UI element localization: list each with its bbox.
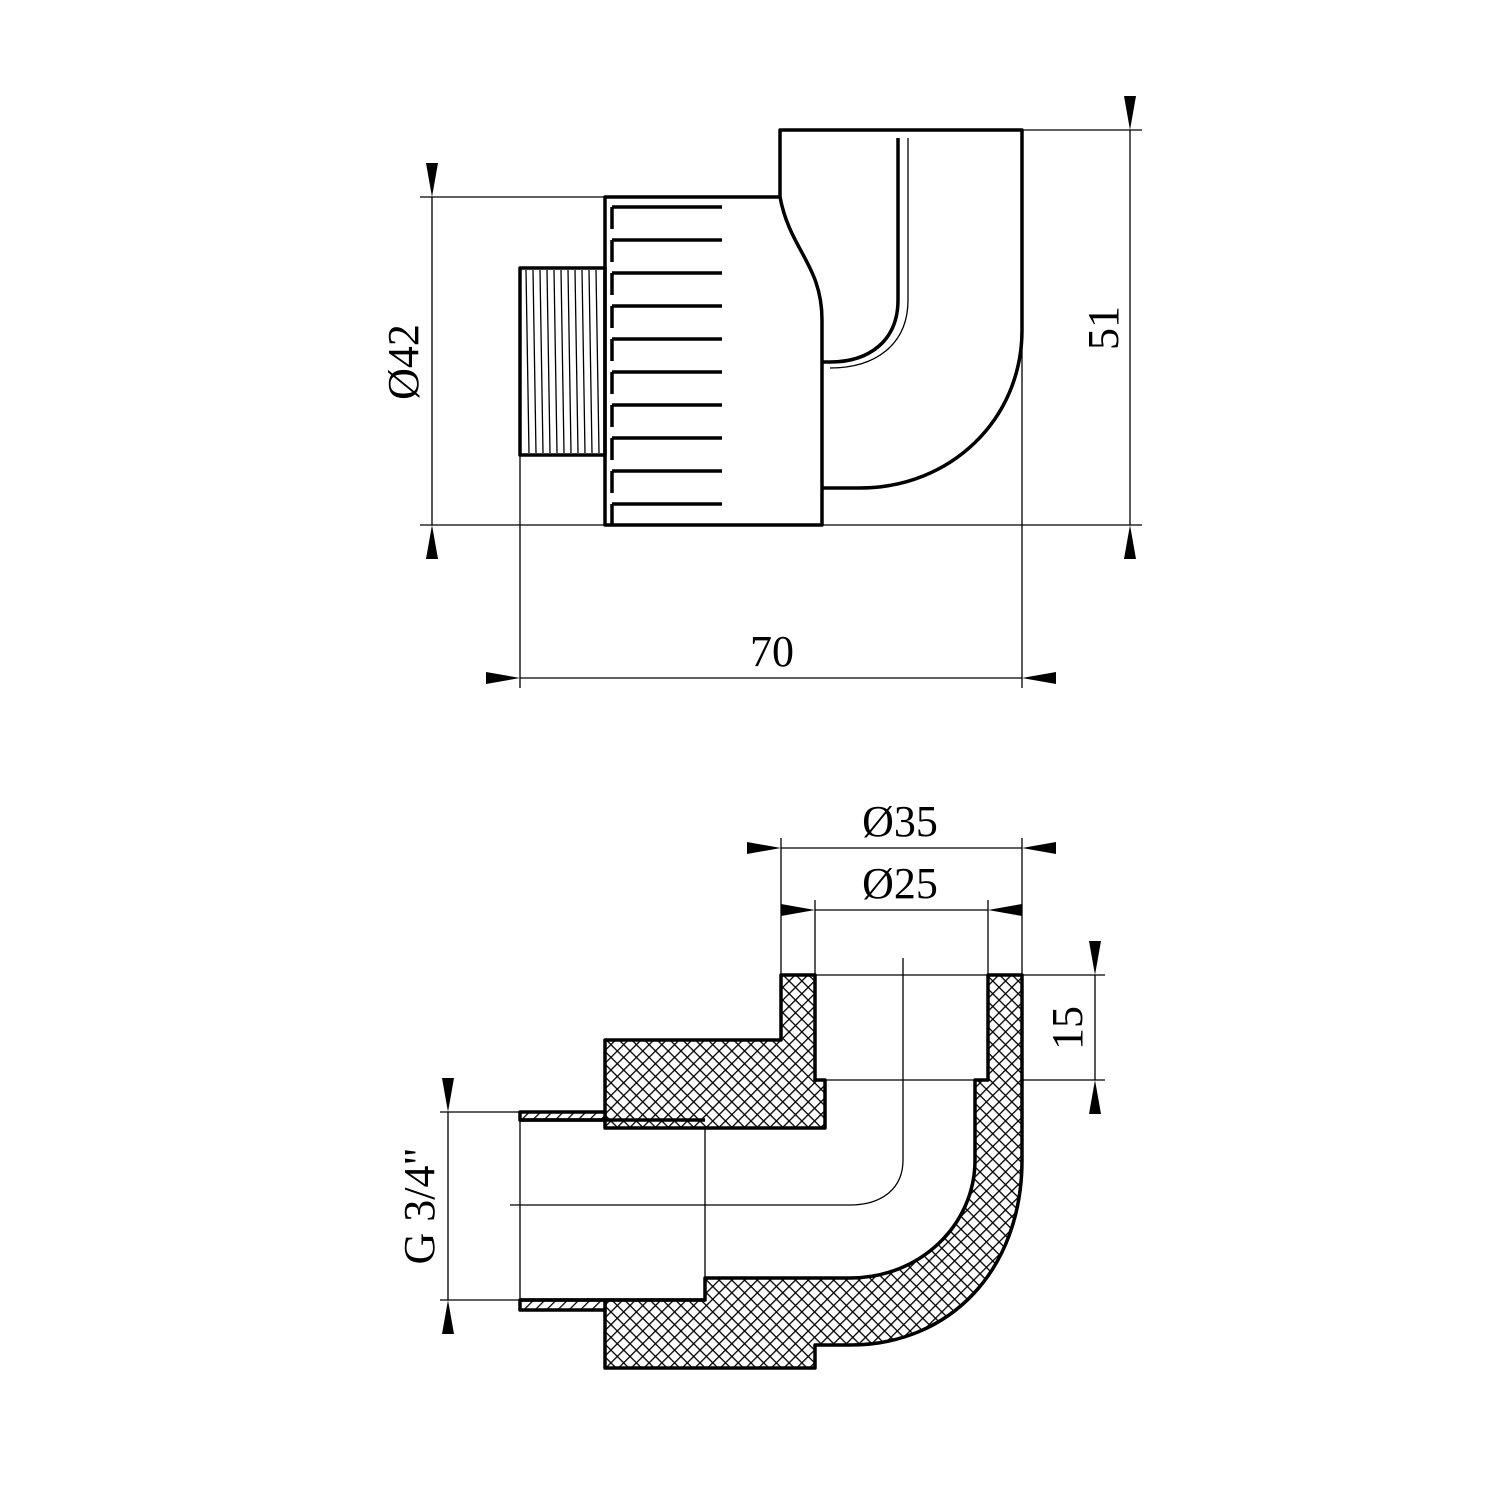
top-view <box>518 128 1024 527</box>
dimension-height-51: 51 <box>822 96 1142 559</box>
height-51-label: 51 <box>1079 306 1128 350</box>
dimension-diameter-25: Ø25 <box>781 859 1022 975</box>
rib <box>610 436 722 460</box>
thread-line <box>588 269 593 454</box>
dimension-thread-g34: G 3/4" <box>395 1078 520 1334</box>
diameter-25-label: Ø25 <box>862 859 938 908</box>
thread-line <box>525 269 530 454</box>
dimension-diameter-42: Ø42 <box>379 163 822 559</box>
rib <box>610 304 722 328</box>
section-body <box>603 973 827 1130</box>
thread-label: G 3/4" <box>395 1148 444 1265</box>
rib <box>610 238 722 262</box>
male-thread <box>518 266 607 457</box>
section-view <box>510 958 1024 1370</box>
thread-line <box>581 269 586 454</box>
dimension-length-70: 70 <box>486 130 1056 688</box>
rib <box>610 337 722 361</box>
diameter-35-label: Ø35 <box>862 797 938 846</box>
thread-line <box>574 269 579 454</box>
length-70-label: 70 <box>750 627 794 676</box>
depth-15-label: 15 <box>1043 1006 1092 1050</box>
dimension-diameter-35: Ø35 <box>747 797 1056 975</box>
rib <box>610 403 722 427</box>
thread-line <box>546 269 551 454</box>
rib <box>610 469 722 493</box>
elbow-outline <box>778 128 1024 490</box>
thread-line <box>595 269 600 454</box>
thread-line <box>532 269 537 454</box>
diameter-42-label: Ø42 <box>379 324 428 400</box>
thread-line <box>539 269 544 454</box>
nut-ribs <box>610 205 722 526</box>
rib <box>610 271 722 295</box>
thread-line <box>567 269 572 454</box>
dimension-depth-15: 15 <box>1022 941 1105 1114</box>
elbow-inner-line <box>822 138 900 364</box>
rib <box>610 205 722 229</box>
nut-body <box>603 195 824 527</box>
thread-line <box>560 269 565 454</box>
rib <box>610 370 722 394</box>
center-line <box>510 958 904 1206</box>
rib <box>610 502 722 526</box>
thread-line <box>553 269 558 454</box>
